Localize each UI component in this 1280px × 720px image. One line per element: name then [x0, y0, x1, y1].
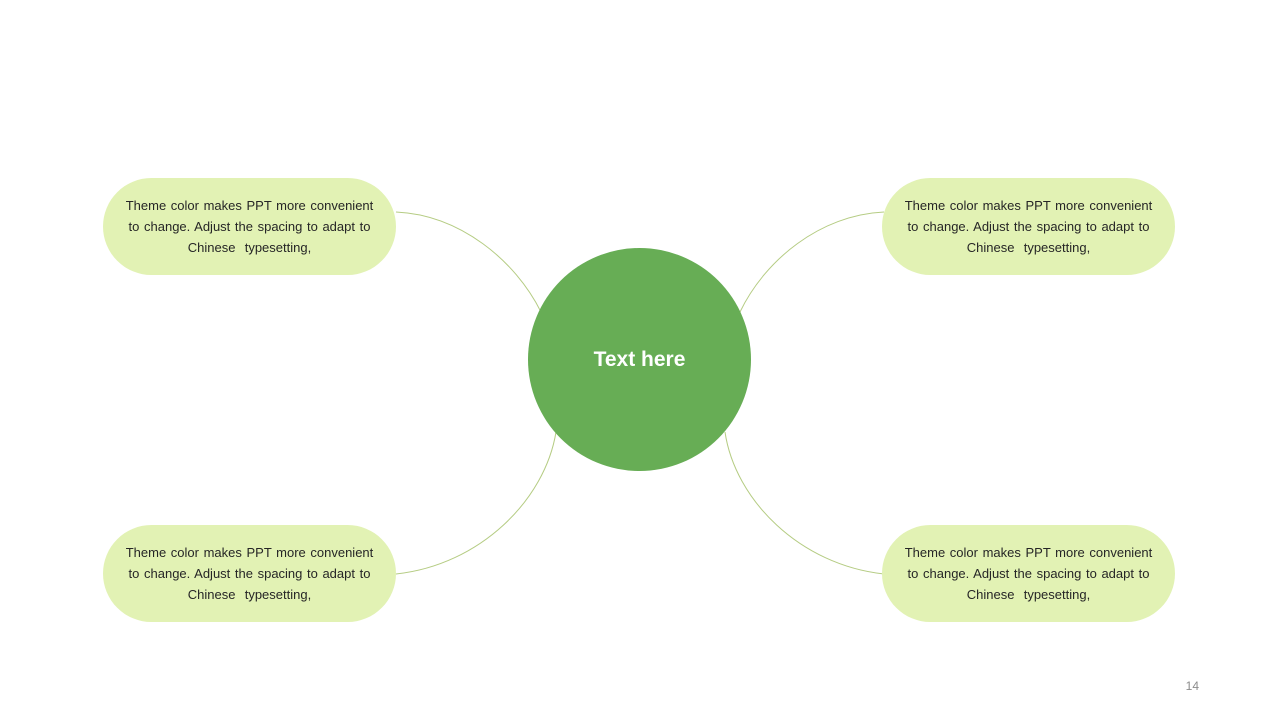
text-line: to change. Adjust the spacing to adapt t… [907, 219, 1150, 234]
text-node-top-left: Theme color makes PPT more convenient to… [103, 178, 396, 275]
text-node-bottom-left: Theme color makes PPT more convenient to… [103, 525, 396, 622]
connector-bottom-left [395, 431, 557, 575]
text-line: to change. Adjust the spacing to adapt t… [128, 566, 371, 581]
page-number: 14 [1185, 679, 1199, 693]
text-node-top-right: Theme color makes PPT more convenient to… [882, 178, 1175, 275]
text-node-body: Theme color makes PPT more convenient to… [126, 195, 374, 258]
text-line: Chinese typesetting, [187, 587, 312, 602]
text-line: Theme color makes PPT more convenient [904, 545, 1153, 560]
connector-top-right [739, 211, 885, 313]
connector-top-left [395, 211, 542, 313]
text-node-body: Theme color makes PPT more convenient to… [126, 542, 374, 605]
text-node-bottom-right: Theme color makes PPT more convenient to… [882, 525, 1175, 622]
text-line: to change. Adjust the spacing to adapt t… [907, 566, 1150, 581]
text-line: Chinese typesetting, [966, 587, 1091, 602]
text-node-body: Theme color makes PPT more convenient to… [905, 542, 1153, 605]
connector-bottom-right [724, 431, 885, 575]
center-label: Text here [593, 347, 686, 371]
text-line: Chinese typesetting, [187, 240, 312, 255]
center-node: Text here [528, 248, 751, 471]
text-line: Chinese typesetting, [966, 240, 1091, 255]
text-line: Theme color makes PPT more convenient [125, 545, 374, 560]
text-node-body: Theme color makes PPT more convenient to… [905, 195, 1153, 258]
text-line: Theme color makes PPT more convenient [904, 198, 1153, 213]
text-line: Theme color makes PPT more convenient [125, 198, 374, 213]
text-line: to change. Adjust the spacing to adapt t… [128, 219, 371, 234]
